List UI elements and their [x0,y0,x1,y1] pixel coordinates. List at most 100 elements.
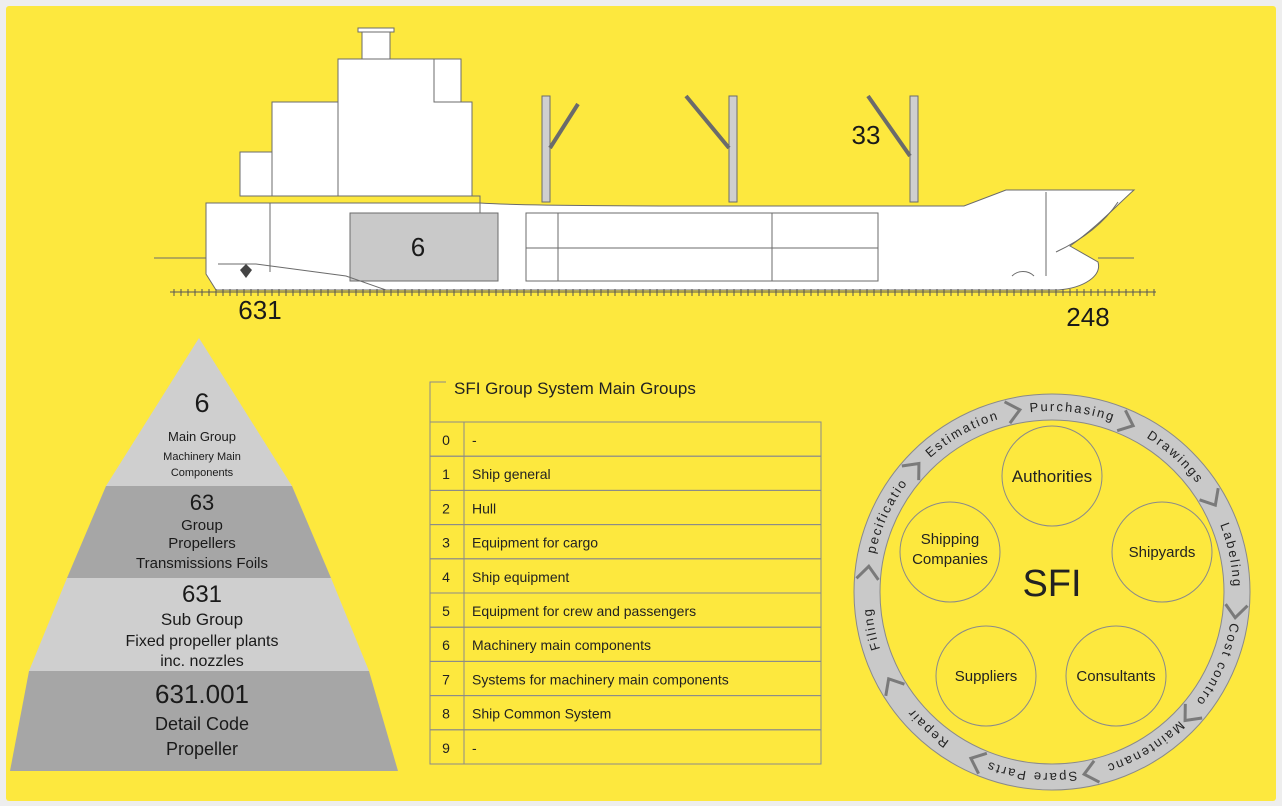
table-row: 3 Equipment for cargo [429,524,822,560]
circle-shipyards [1111,501,1213,603]
circle-authorities [1001,425,1103,527]
ring-arrow [855,563,880,581]
ship-funnel-cap [357,27,395,33]
ship-engine-room [349,212,499,282]
pyramid-text: Fixed propeller plants [126,633,279,650]
pyramid-level-detail-code [10,671,398,771]
pyramid-text: Propellers [168,535,236,552]
ship-propeller [240,264,252,278]
ship-cargo-hold [525,212,879,282]
shipping-companies-label: Shipping [921,531,979,548]
pyramid-code-63: 63 [190,490,214,515]
ship-deckhouse-lower [239,151,273,197]
ring-arrow [1003,400,1023,425]
table-row-label: Equipment for cargo [472,535,598,551]
circle-shipping-companies [899,501,1001,603]
ship-shaft-line [218,263,387,291]
ship-bridge [337,58,473,197]
pyramid-code-631001: 631.001 [155,679,249,709]
table-row-label: Machinery main components [472,637,651,653]
pyramid-text: Transmissions Foils [136,555,268,572]
table-row-number: 3 [442,535,450,551]
table-row-label: Ship Common System [472,706,611,722]
table-row-label: Ship equipment [472,569,569,585]
table-row-label: Ship general [472,466,551,482]
table-row-label: - [472,740,477,756]
ship-anchor [1011,271,1035,277]
shipping-companies-label: Companies [912,551,988,568]
ring-arrow [1183,703,1203,723]
sfi-center-label: SFI [1022,563,1081,605]
table-row: 7 Systems for machinery main components [429,660,822,697]
ring-arrow [884,676,905,697]
ship-deckhouse-upper [271,101,339,197]
bow-label: 248 [1066,302,1109,332]
table-row-number: 1 [442,466,450,482]
sfi-code-pyramid: 6 Main Group Machinery Main Components 6… [10,338,398,771]
crane-label: 33 [852,120,881,150]
ring-arrow [1081,759,1101,784]
pyramid-level-sub-group [29,578,369,671]
ring-arrow [1116,409,1136,433]
table-row-label: Systems for machinery main components [472,671,729,687]
table-row-label: Equipment for crew and passengers [472,603,696,619]
pyramid-code-631: 631 [182,581,222,608]
pyramid-text: Detail Code [155,714,249,734]
ship-hold-dividers [526,213,878,281]
ship-funnel [361,27,391,59]
pyramid-text: Group [181,517,223,534]
pyramid-text: Propeller [166,739,238,759]
table-row-number: 9 [442,740,450,756]
suppliers-label: Suppliers [955,668,1018,685]
ship-bridge-detail [433,59,461,103]
pyramid-code-6: 6 [194,388,209,418]
stern-label: 631 [238,295,281,325]
table-title-bracket [429,381,446,422]
ship-keel-ruler [170,289,1156,296]
ring-arrow [901,461,921,481]
ring-arrow [1199,487,1220,508]
table-row-border [429,729,822,765]
ship-profile: 6 33 631 248 [154,27,1156,332]
table-row-number: 2 [442,500,450,516]
table-row: 6 Machinery main components [429,626,822,662]
pyramid-text: Sub Group [161,610,243,629]
table-row-number: 4 [442,569,450,585]
circle-consultants [1065,625,1167,727]
table-row-number: 6 [442,637,450,653]
table-row: 1 Ship general [429,455,822,491]
table-row-label: Hull [472,500,496,516]
ring-arrow [968,751,988,775]
table-row: 9- [429,729,822,765]
table-row: 0- [429,421,822,457]
table-row-border [429,421,822,457]
wheel-ring-arrows [855,400,1249,784]
table-row-number: 8 [442,706,450,722]
table-row: 4 Ship equipment [429,558,822,594]
pyramid-text: Components [171,467,234,479]
ship-cranes [541,94,919,203]
pyramid-text: inc. nozzles [160,653,244,670]
table-row-label: - [472,432,477,448]
engine-room-label: 6 [411,232,425,262]
pyramid-level-group [67,486,331,578]
ring-arrow [1224,603,1249,621]
pyramid-text: Machinery Main [163,451,241,463]
wheel-inner-area [879,419,1225,765]
pyramid-level-main-group [106,338,292,486]
table-row-number: 0 [442,432,450,448]
ship-deck-line [240,195,481,203]
shipyards-label: Shipyards [1129,544,1196,561]
diagram-canvas: 6 33 631 248 6 Main Group Machinery Main… [6,6,1251,791]
table-row-number: 7 [442,671,450,687]
diagram-panel: 6 33 631 248 6 Main Group Machinery Main… [6,6,1276,801]
table-row-number: 5 [442,603,450,619]
pyramid-text: Main Group [168,429,236,444]
ship-bow-flare [1055,201,1119,253]
table-title: SFI Group System Main Groups [454,379,696,398]
authorities-label: Authorities [1012,467,1092,486]
consultants-label: Consultants [1076,668,1155,685]
circle-suppliers [935,625,1037,727]
